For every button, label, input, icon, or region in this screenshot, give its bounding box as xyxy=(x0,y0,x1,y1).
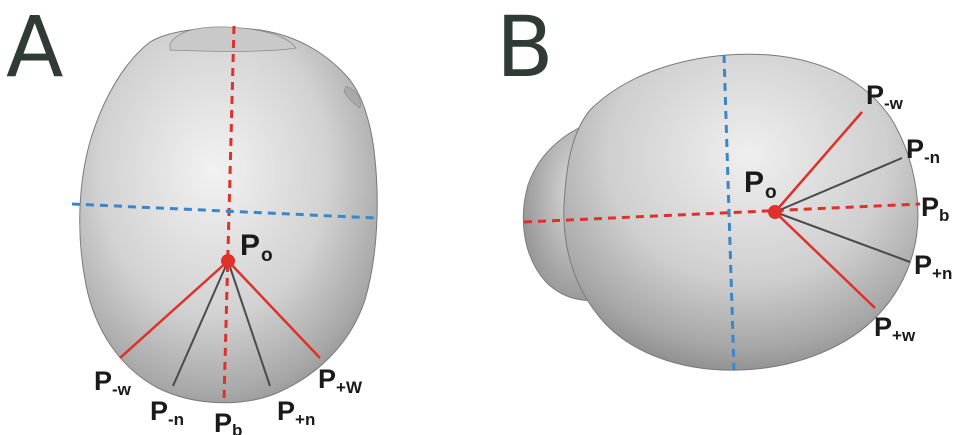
label-a-b: Pb xyxy=(214,408,242,435)
origin-dot-b xyxy=(768,205,782,219)
label-a-plus-w: P+W xyxy=(318,364,363,397)
label-b-minus-n: P-n xyxy=(906,134,940,167)
panel-b: B Po P-w P-n Pb P+n P+w xyxy=(496,0,952,370)
label-a-minus-n: P-n xyxy=(150,396,184,429)
label-a-plus-n: P+n xyxy=(277,396,315,429)
label-b-minus-w: P-w xyxy=(866,80,904,113)
panel-letter-b: B xyxy=(496,0,554,96)
origin-dot-a xyxy=(221,254,235,268)
label-b-b: Pb xyxy=(921,192,949,225)
label-b-plus-w: P+w xyxy=(874,312,916,345)
label-b-plus-n: P+n xyxy=(914,250,952,283)
label-a-minus-w: P-w xyxy=(94,366,132,399)
panel-letter-a: A xyxy=(6,0,63,96)
panel-a: A Po P-w P-n Pb P+n P+W xyxy=(6,0,377,435)
